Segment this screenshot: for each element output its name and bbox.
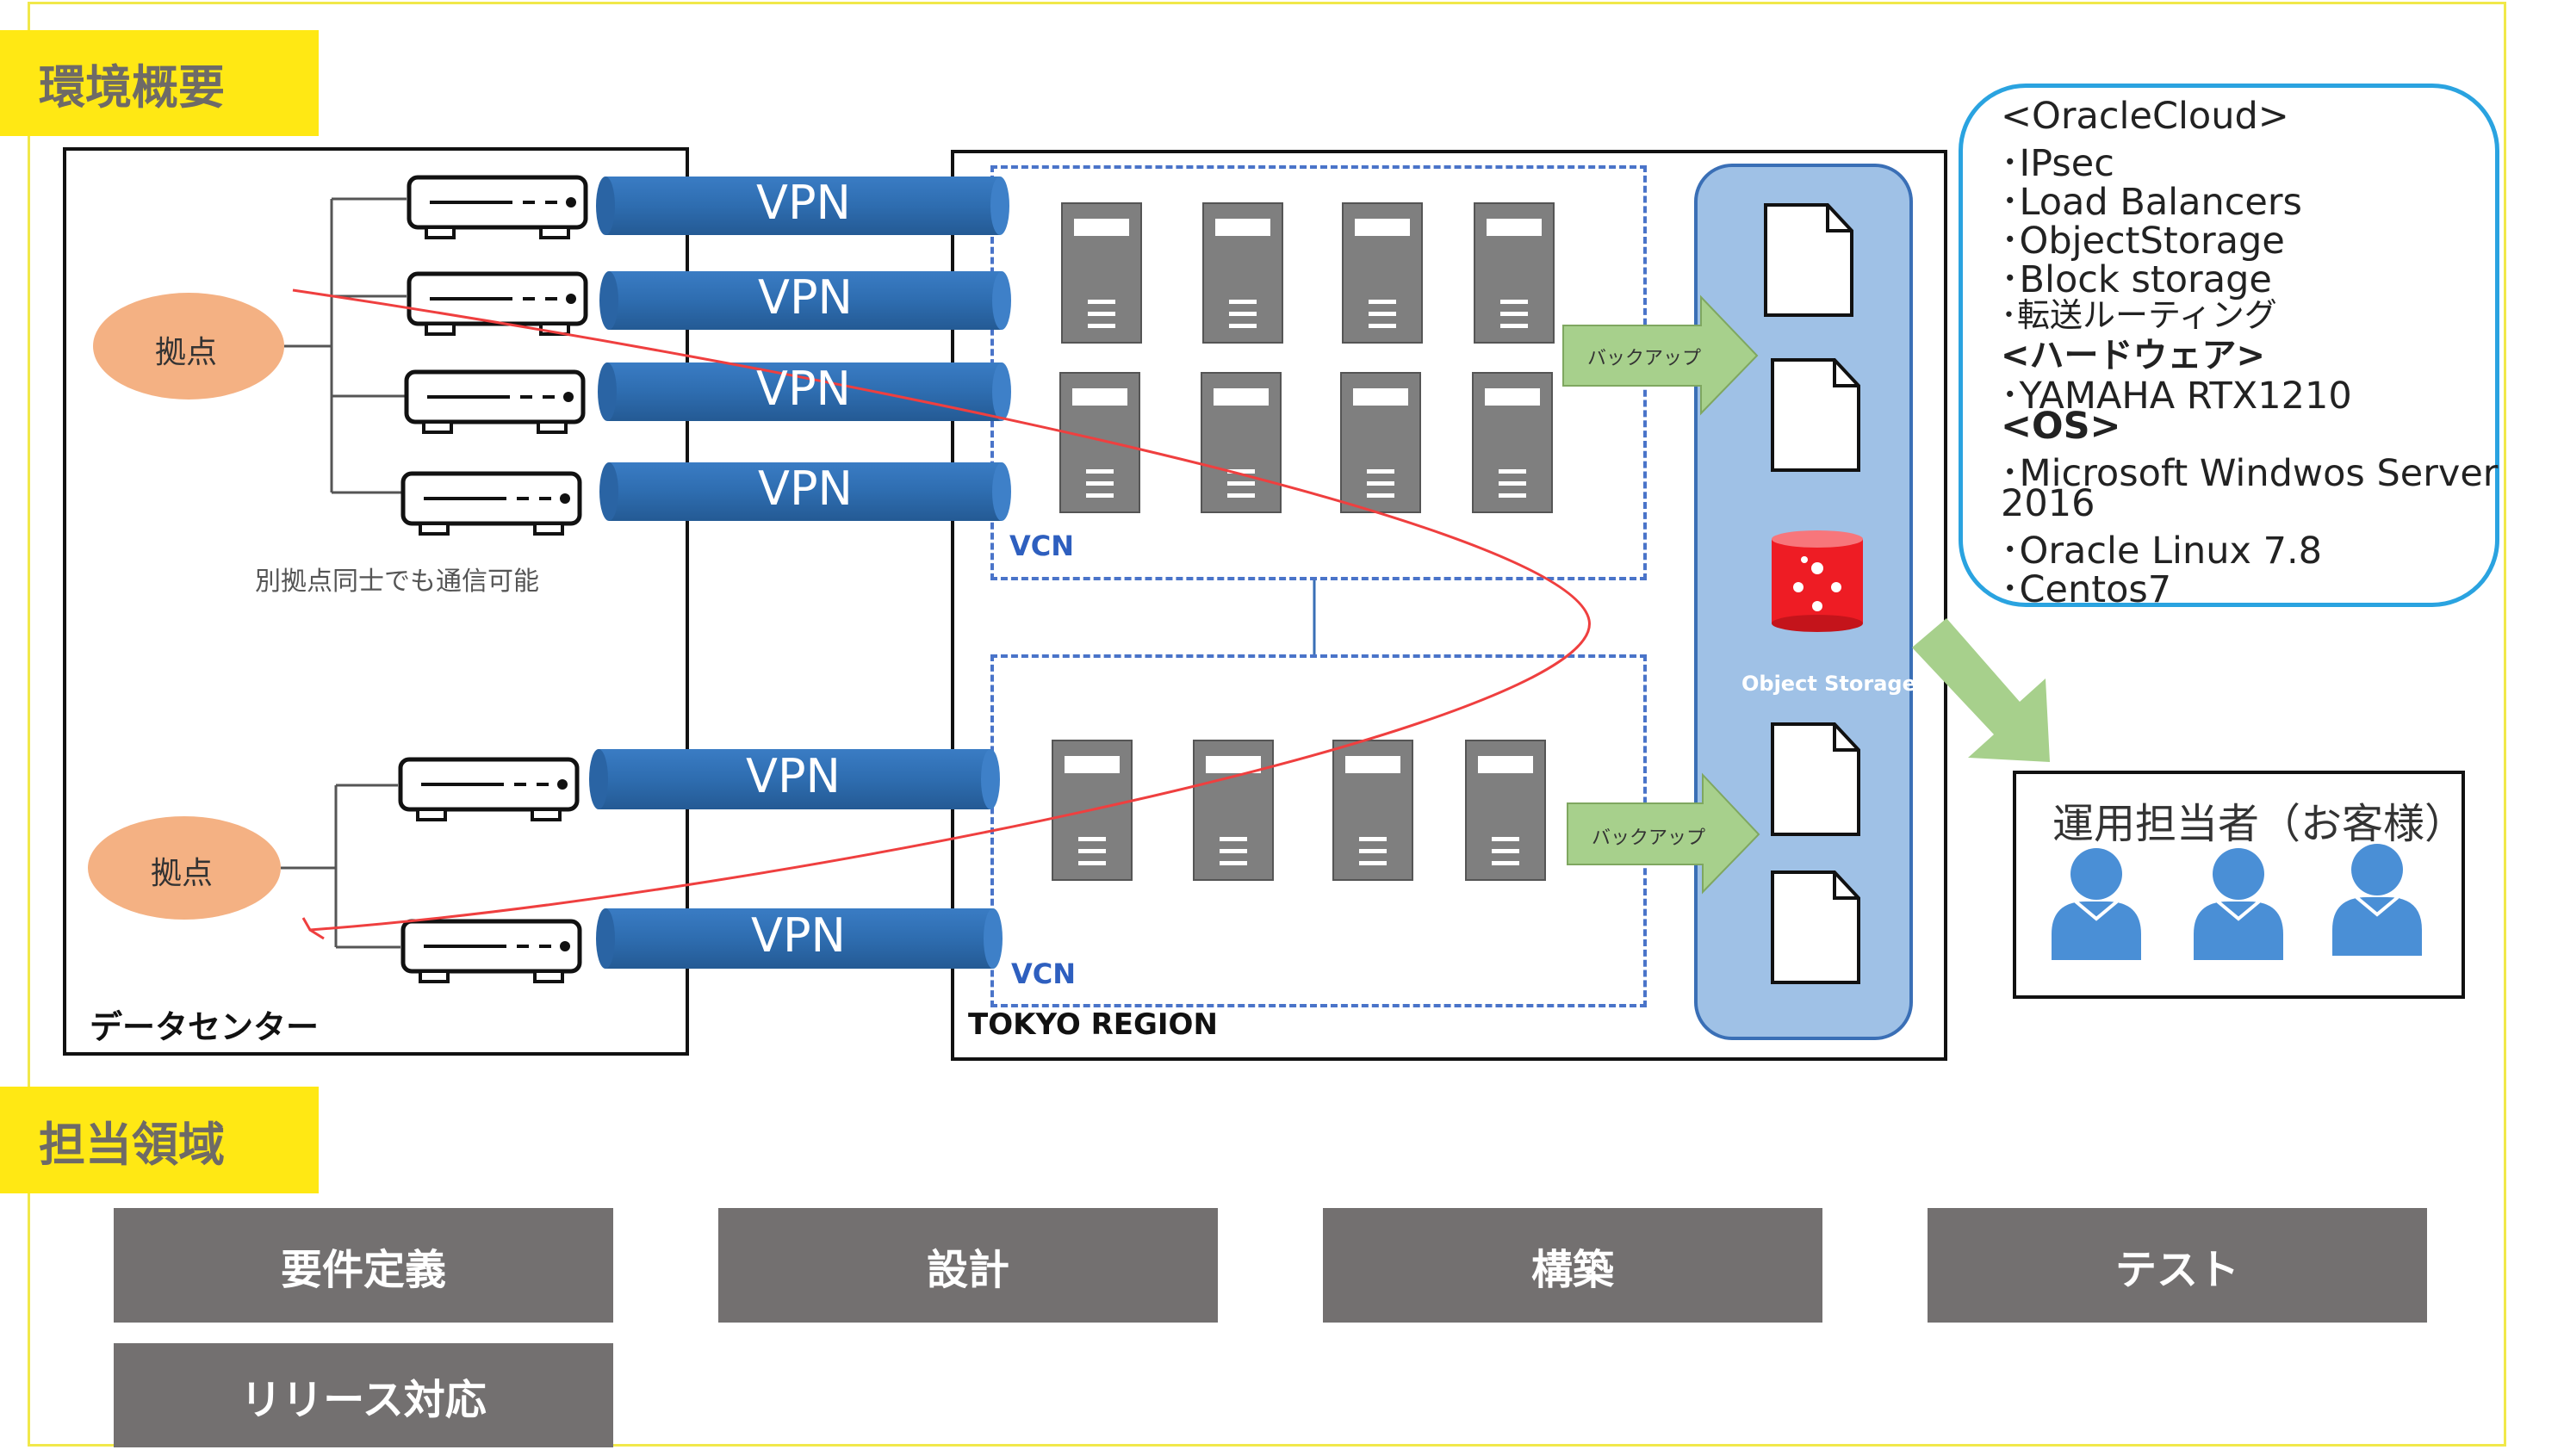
vpn-tunnel <box>596 908 1003 969</box>
server-icon <box>1474 202 1555 344</box>
outer-frame <box>28 2 2506 1447</box>
vpn-tunnel <box>589 749 1000 809</box>
delivery-arrow <box>1912 618 2050 762</box>
task-requirements: 要件定義 <box>114 1208 613 1323</box>
server-icon <box>1472 372 1553 513</box>
router-icon <box>407 372 583 432</box>
inter-site-route <box>292 288 1591 932</box>
server-icon <box>1342 202 1423 344</box>
server-icon <box>1201 372 1282 513</box>
file-icon <box>1764 203 1853 317</box>
tokyo-region-label: TOKYO REGION <box>968 1007 1218 1042</box>
environment-section-title: 環境概要 <box>0 30 319 136</box>
datacenter-label: データセンター <box>90 1008 320 1046</box>
task-build: 構築 <box>1323 1208 1822 1323</box>
vpn-label: VPN <box>758 270 853 325</box>
user-icon <box>2331 842 2424 957</box>
vpn-tunnel <box>596 177 1009 235</box>
route-arrowhead <box>301 917 325 940</box>
server-icon <box>1465 740 1546 881</box>
services-info-box: <OracleCloud> ･IPsec ･Load Balancers ･Ob… <box>1959 84 2499 611</box>
backup-label-bottom: バックアップ <box>1592 827 1706 849</box>
task-release: リリース対応 <box>114 1343 613 1447</box>
site-top <box>93 293 284 400</box>
site-top-label: 拠点 <box>155 335 218 370</box>
router-icon <box>403 921 580 982</box>
vpn-tunnel <box>599 462 1011 521</box>
info-line: ･Oracle Linux 7.8 <box>2001 530 2322 573</box>
vpn-label: VPN <box>756 176 851 230</box>
info-line: <OS> <box>2001 405 2121 448</box>
server-icon <box>1193 740 1274 881</box>
operators-box: 運用担当者（お客様） <box>2013 771 2467 999</box>
backup-arrow-bottom <box>1567 772 1760 895</box>
user-icon <box>2050 846 2143 962</box>
info-line: <ハードウェア> <box>2001 336 2266 375</box>
object-storage-label: Object Storage <box>1741 672 1916 696</box>
vpn-label: VPN <box>751 908 846 963</box>
server-icon <box>1340 372 1421 513</box>
info-line: ･Block storage <box>2001 258 2272 301</box>
backup-label-top: バックアップ <box>1587 348 1702 369</box>
file-icon <box>1771 722 1860 836</box>
object-storage-icon <box>1772 530 1863 632</box>
info-line: ･YAMAHA RTX1210 <box>2001 375 2352 418</box>
site-bottom-connectors <box>281 784 400 949</box>
info-line: ･転送ルーティング <box>2001 296 2277 334</box>
vcn-bottom-label: VCN <box>1011 957 1077 990</box>
inter-site-note: 別拠点同士でも通信可能 <box>255 567 539 597</box>
router-icon <box>400 759 577 820</box>
info-line: ･Centos7 <box>2001 568 2172 611</box>
vpn-tunnel <box>599 271 1011 330</box>
site-top-connectors <box>284 197 407 494</box>
vpn-label: VPN <box>746 749 841 803</box>
vpn-label: VPN <box>756 362 851 416</box>
server-icon <box>1332 740 1413 881</box>
vcn-top-label: VCN <box>1009 530 1075 562</box>
info-line: ･Load Balancers <box>2001 181 2302 224</box>
operators-label: 運用担当者（お客様） <box>2052 800 2467 848</box>
server-icon <box>1061 202 1142 344</box>
file-icon <box>1771 358 1860 472</box>
router-icon <box>403 474 580 534</box>
site-bottom-label: 拠点 <box>151 856 214 891</box>
info-line: <OracleCloud> <box>2001 95 2289 138</box>
scope-section-title: 担当領域 <box>0 1087 319 1193</box>
file-icon <box>1771 871 1860 984</box>
vpn-tunnel <box>598 362 1011 421</box>
info-line: ･Microsoft Windwos Server <box>2001 452 2499 495</box>
info-line: ･IPsec <box>2001 142 2114 185</box>
server-icon <box>1059 372 1140 513</box>
task-design: 設計 <box>718 1208 1218 1323</box>
router-icon <box>409 177 586 238</box>
info-line: 2016 <box>2001 482 2095 525</box>
backup-arrow-top <box>1562 294 1759 416</box>
site-bottom <box>88 816 281 920</box>
info-line: ･ObjectStorage <box>2001 220 2285 263</box>
router-icon <box>409 274 586 334</box>
user-icon <box>2192 846 2285 962</box>
server-icon <box>1202 202 1283 344</box>
task-test: テスト <box>1928 1208 2427 1323</box>
vpn-label: VPN <box>758 462 853 516</box>
